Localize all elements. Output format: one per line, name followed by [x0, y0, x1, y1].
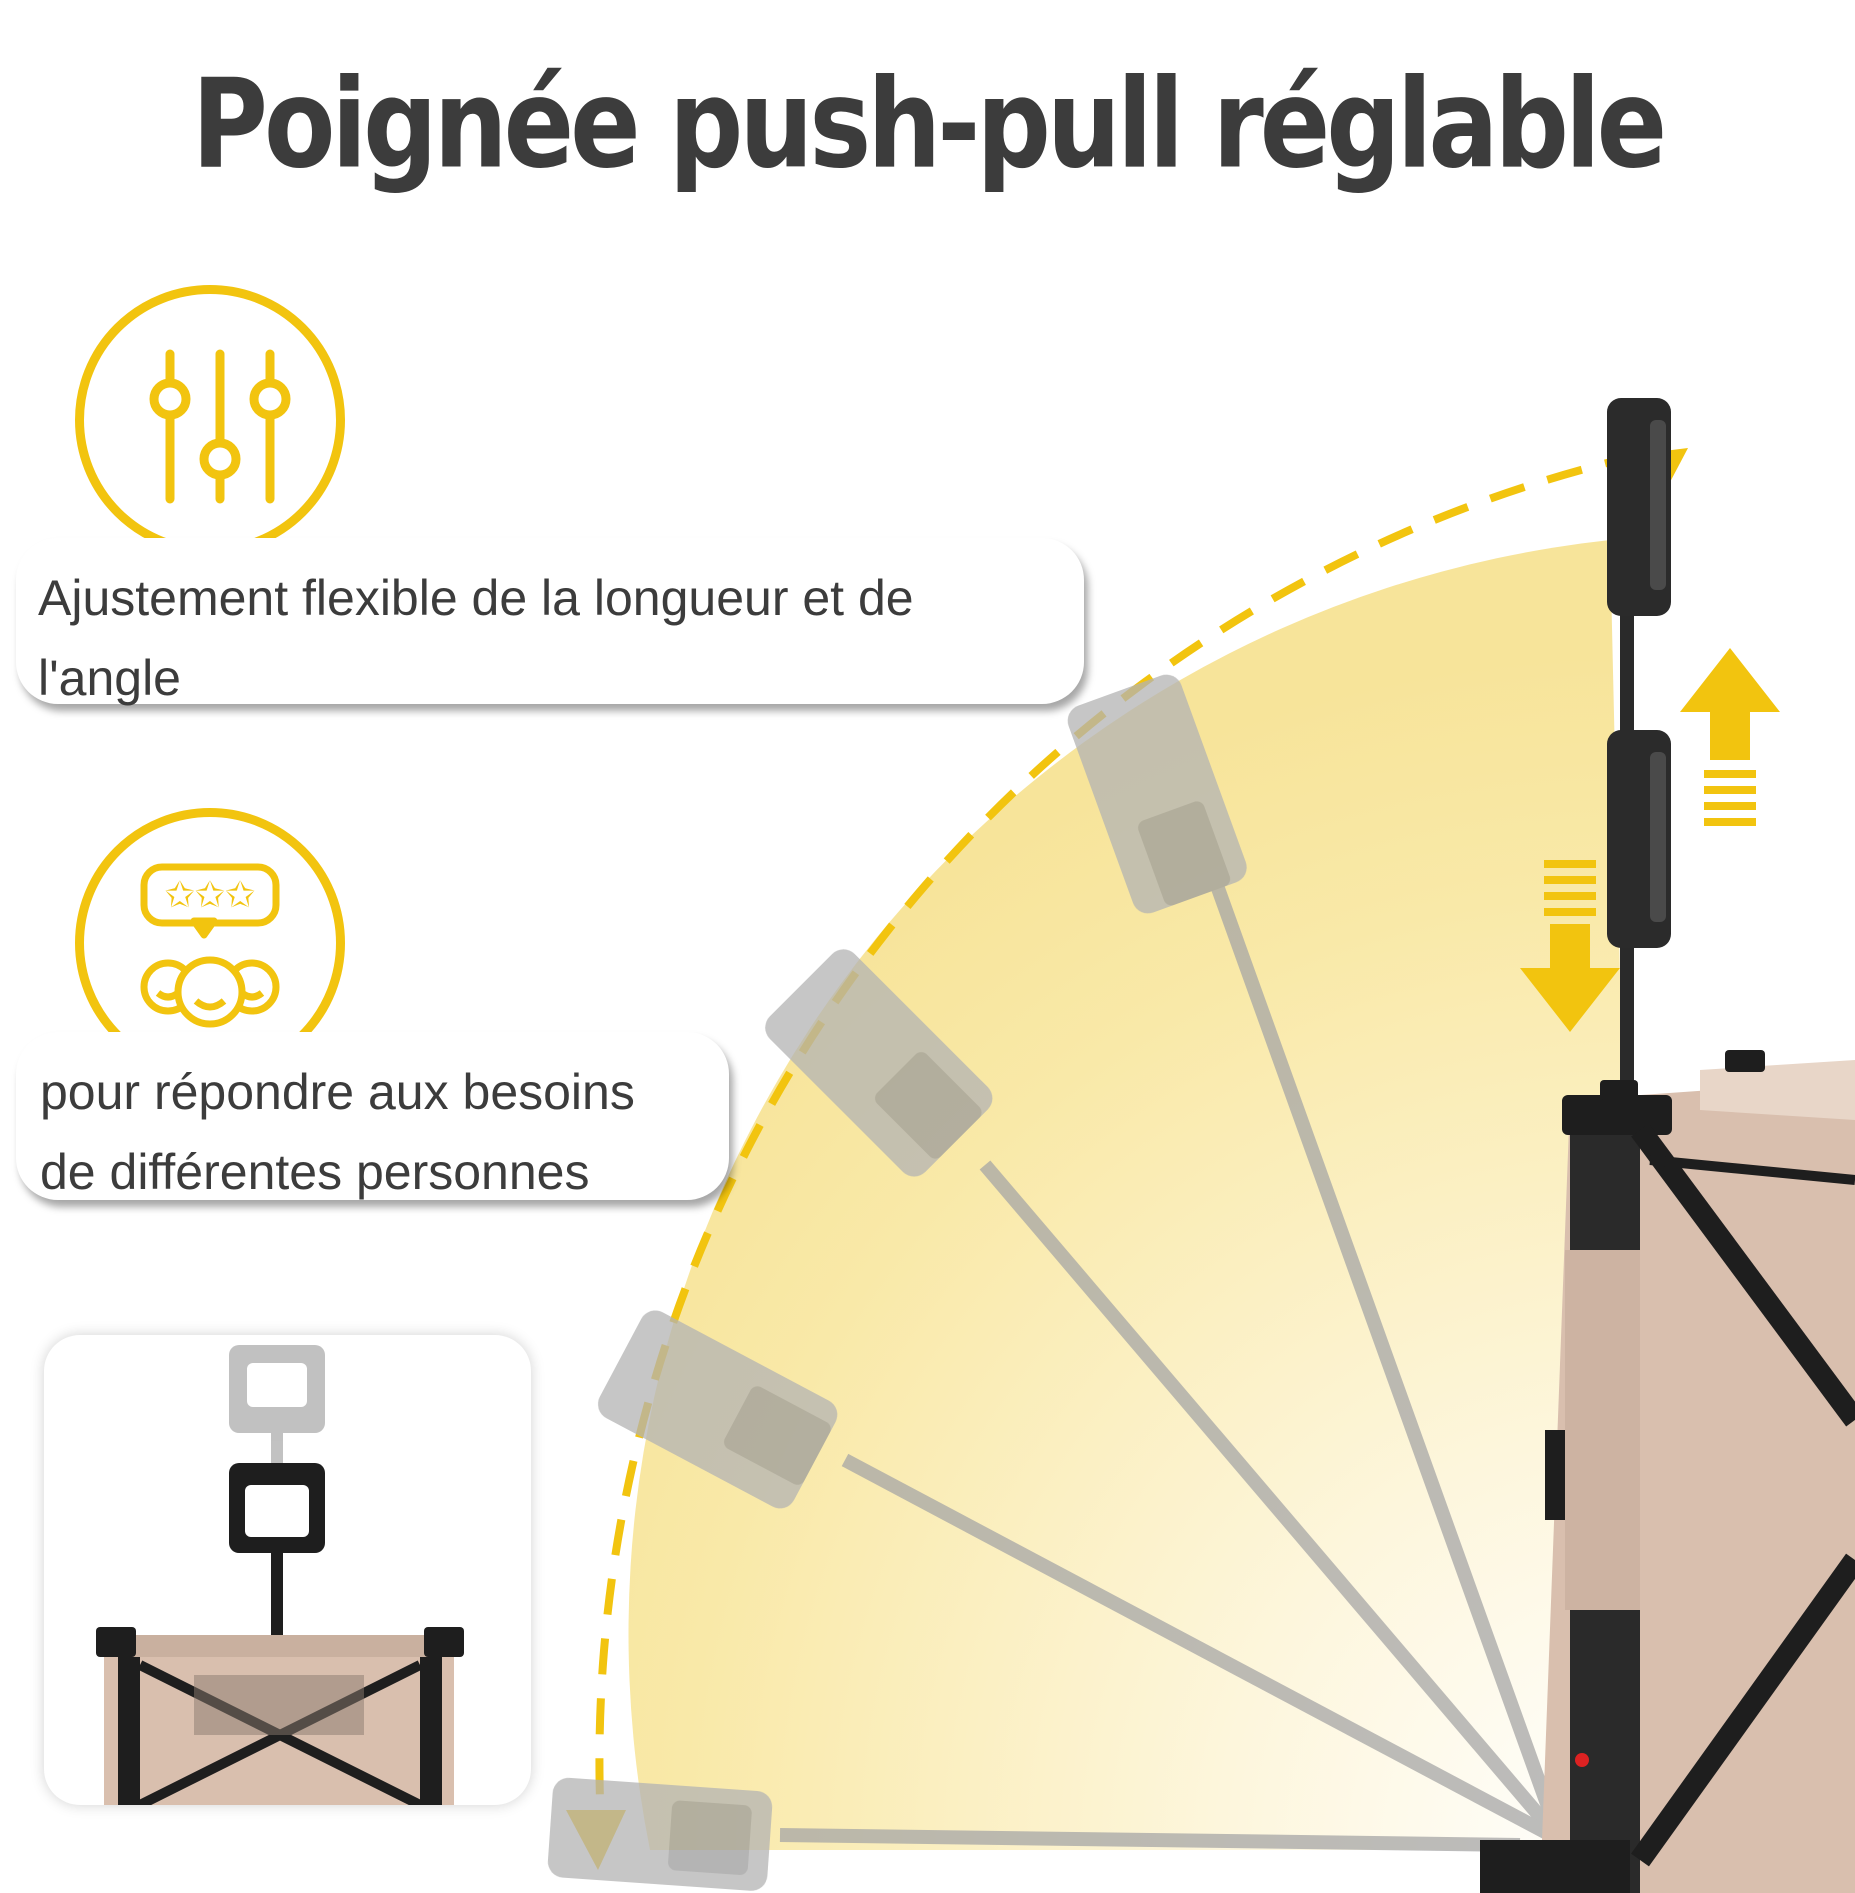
- cart-front-view: [96, 1345, 464, 1805]
- angle-fan: [628, 540, 1640, 1850]
- feature-text-line2: l'angle: [38, 650, 181, 706]
- feature-text-line1: pour répondre aux besoins: [40, 1064, 635, 1120]
- retract-down-arrow: [1520, 860, 1620, 1032]
- feature-text-line2: de différentes personnes: [40, 1144, 590, 1200]
- feature-label-users: pour répondre aux besoins de différentes…: [16, 1032, 729, 1200]
- ghost-handles: [547, 674, 1567, 1891]
- front-view-inset: [44, 1335, 531, 1805]
- sliders-icon: [149, 349, 291, 504]
- cart-body: [1480, 1050, 1855, 1893]
- svg-text:✩✩✩: ✩✩✩: [165, 875, 256, 916]
- angle-arc: [595, 451, 1641, 1801]
- extend-up-arrow: [1680, 648, 1780, 826]
- feature-text-line1: Ajustement flexible de la longueur et de: [38, 570, 914, 626]
- sliders-icon-badge: [75, 285, 345, 555]
- active-handle: [1607, 398, 1671, 1120]
- feature-label-adjustment: Ajustement flexible de la longueur et de…: [16, 538, 1084, 706]
- page-title: Poignée push-pull réglable: [191, 52, 1667, 196]
- people-rating-icon: ✩✩✩: [140, 863, 280, 1028]
